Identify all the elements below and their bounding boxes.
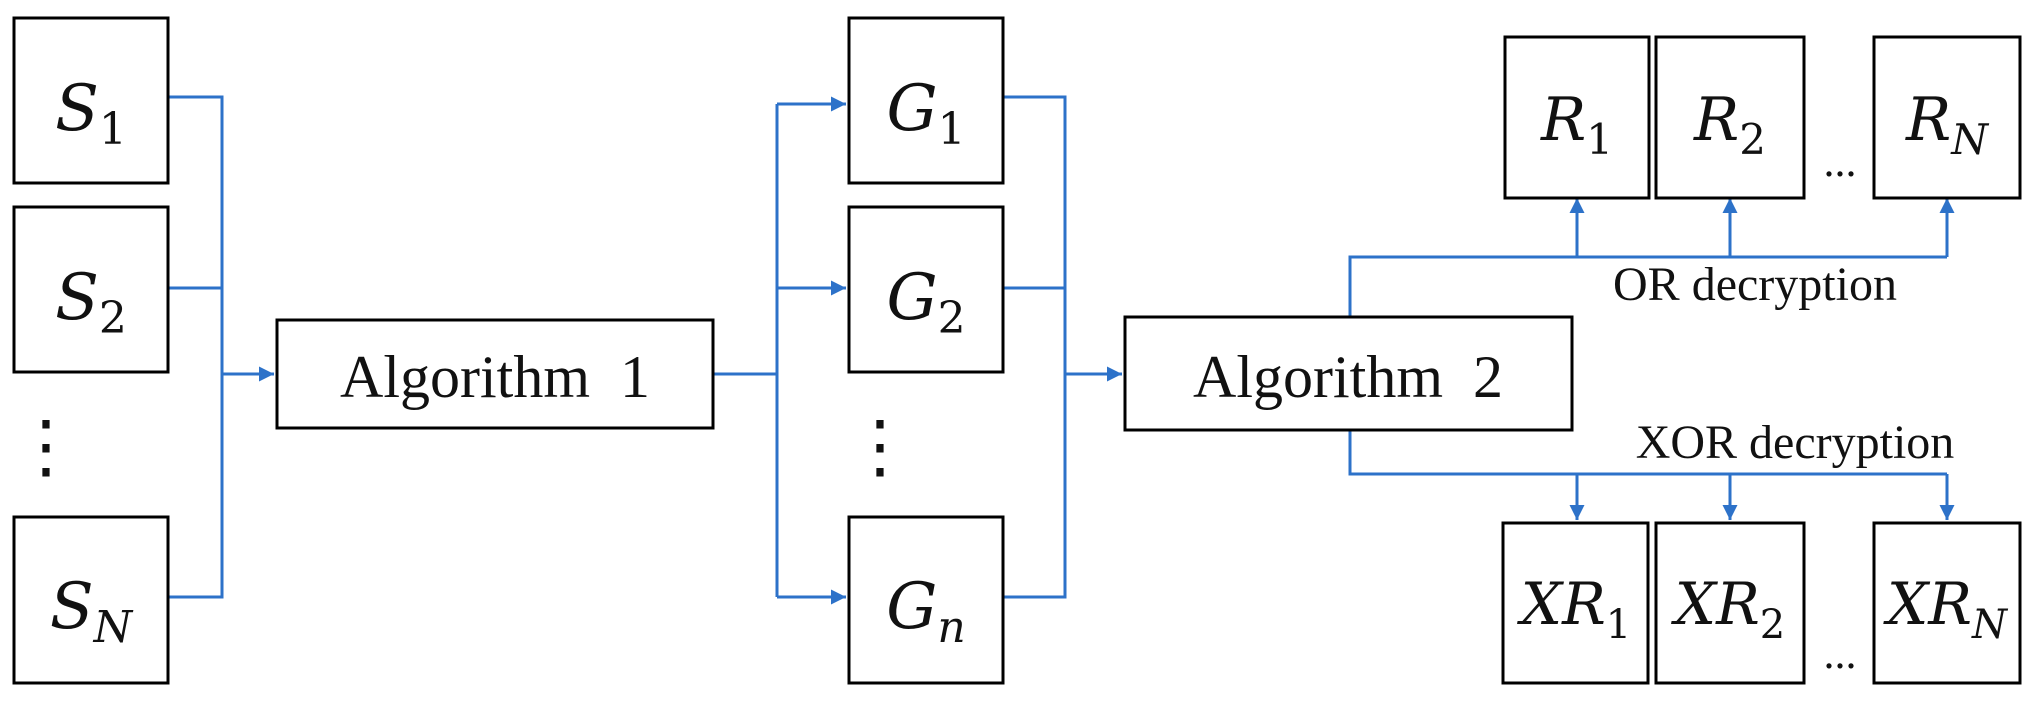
- connectors: [168, 95, 1955, 605]
- svg-text:S2: S2: [55, 261, 127, 344]
- source-box-s1: S1: [12, 16, 170, 185]
- algorithm2-label: Algorithm 2: [1193, 344, 1503, 410]
- sources-ellipsis: ⋮: [11, 409, 81, 486]
- xor-box-xrn: XRN: [1872, 521, 2022, 685]
- svg-text:RN: RN: [1905, 85, 1989, 164]
- svg-text:R1: R1: [1540, 85, 1613, 164]
- generated-box-gn: Gn: [847, 515, 1005, 685]
- xor-decryption-label: XOR decryption: [1636, 416, 1955, 469]
- connector-or-trunk: [1348, 255, 1947, 317]
- xor-box-xr2: XR2: [1654, 521, 1806, 685]
- or-decryption-group: OR decryption R1 R2 ... RN: [1503, 35, 2022, 311]
- connector-sn: [168, 374, 224, 599]
- svg-text:G2: G2: [886, 261, 965, 344]
- xor-decryption-group: XOR decryption XR1 XR2 ... XRN: [1501, 416, 2022, 685]
- algorithm1-box: Algorithm 1: [275, 318, 715, 430]
- svg-text:XR1: XR1: [1517, 570, 1631, 648]
- connector-g1: [1003, 95, 1067, 374]
- svg-text:XRN: XRN: [1883, 570, 2009, 648]
- or-ellipsis: ...: [1824, 137, 1857, 186]
- xor-ellipsis: ...: [1824, 629, 1857, 678]
- connector-gn: [1003, 374, 1067, 599]
- generated-column: G1 G2 ⋮ Gn: [845, 16, 1005, 685]
- or-box-rn: RN: [1872, 35, 2022, 200]
- generated-box-g1: G1: [847, 16, 1005, 185]
- source-box-s2: S2: [12, 205, 170, 374]
- svg-text:SN: SN: [50, 570, 134, 653]
- or-decryption-label: OR decryption: [1613, 258, 1897, 311]
- connector-xor-trunk: [1348, 430, 1947, 476]
- source-column: S1 S2 ⋮ SN: [11, 16, 170, 685]
- generated-ellipsis: ⋮: [845, 409, 915, 486]
- or-box-r2: R2: [1654, 35, 1806, 200]
- algorithm2-box: Algorithm 2: [1123, 315, 1574, 432]
- generated-box-g2: G2: [847, 205, 1005, 374]
- connector-s1: [168, 95, 224, 374]
- svg-text:G1: G1: [886, 72, 965, 155]
- svg-text:S1: S1: [55, 72, 127, 155]
- svg-text:Gn: Gn: [886, 570, 965, 653]
- xor-box-xr1: XR1: [1501, 521, 1650, 685]
- algorithm1-label: Algorithm 1: [340, 344, 650, 410]
- svg-text:R2: R2: [1693, 85, 1766, 164]
- or-box-r1: R1: [1503, 35, 1651, 200]
- svg-text:XR2: XR2: [1671, 570, 1785, 648]
- source-box-sn: SN: [12, 515, 170, 685]
